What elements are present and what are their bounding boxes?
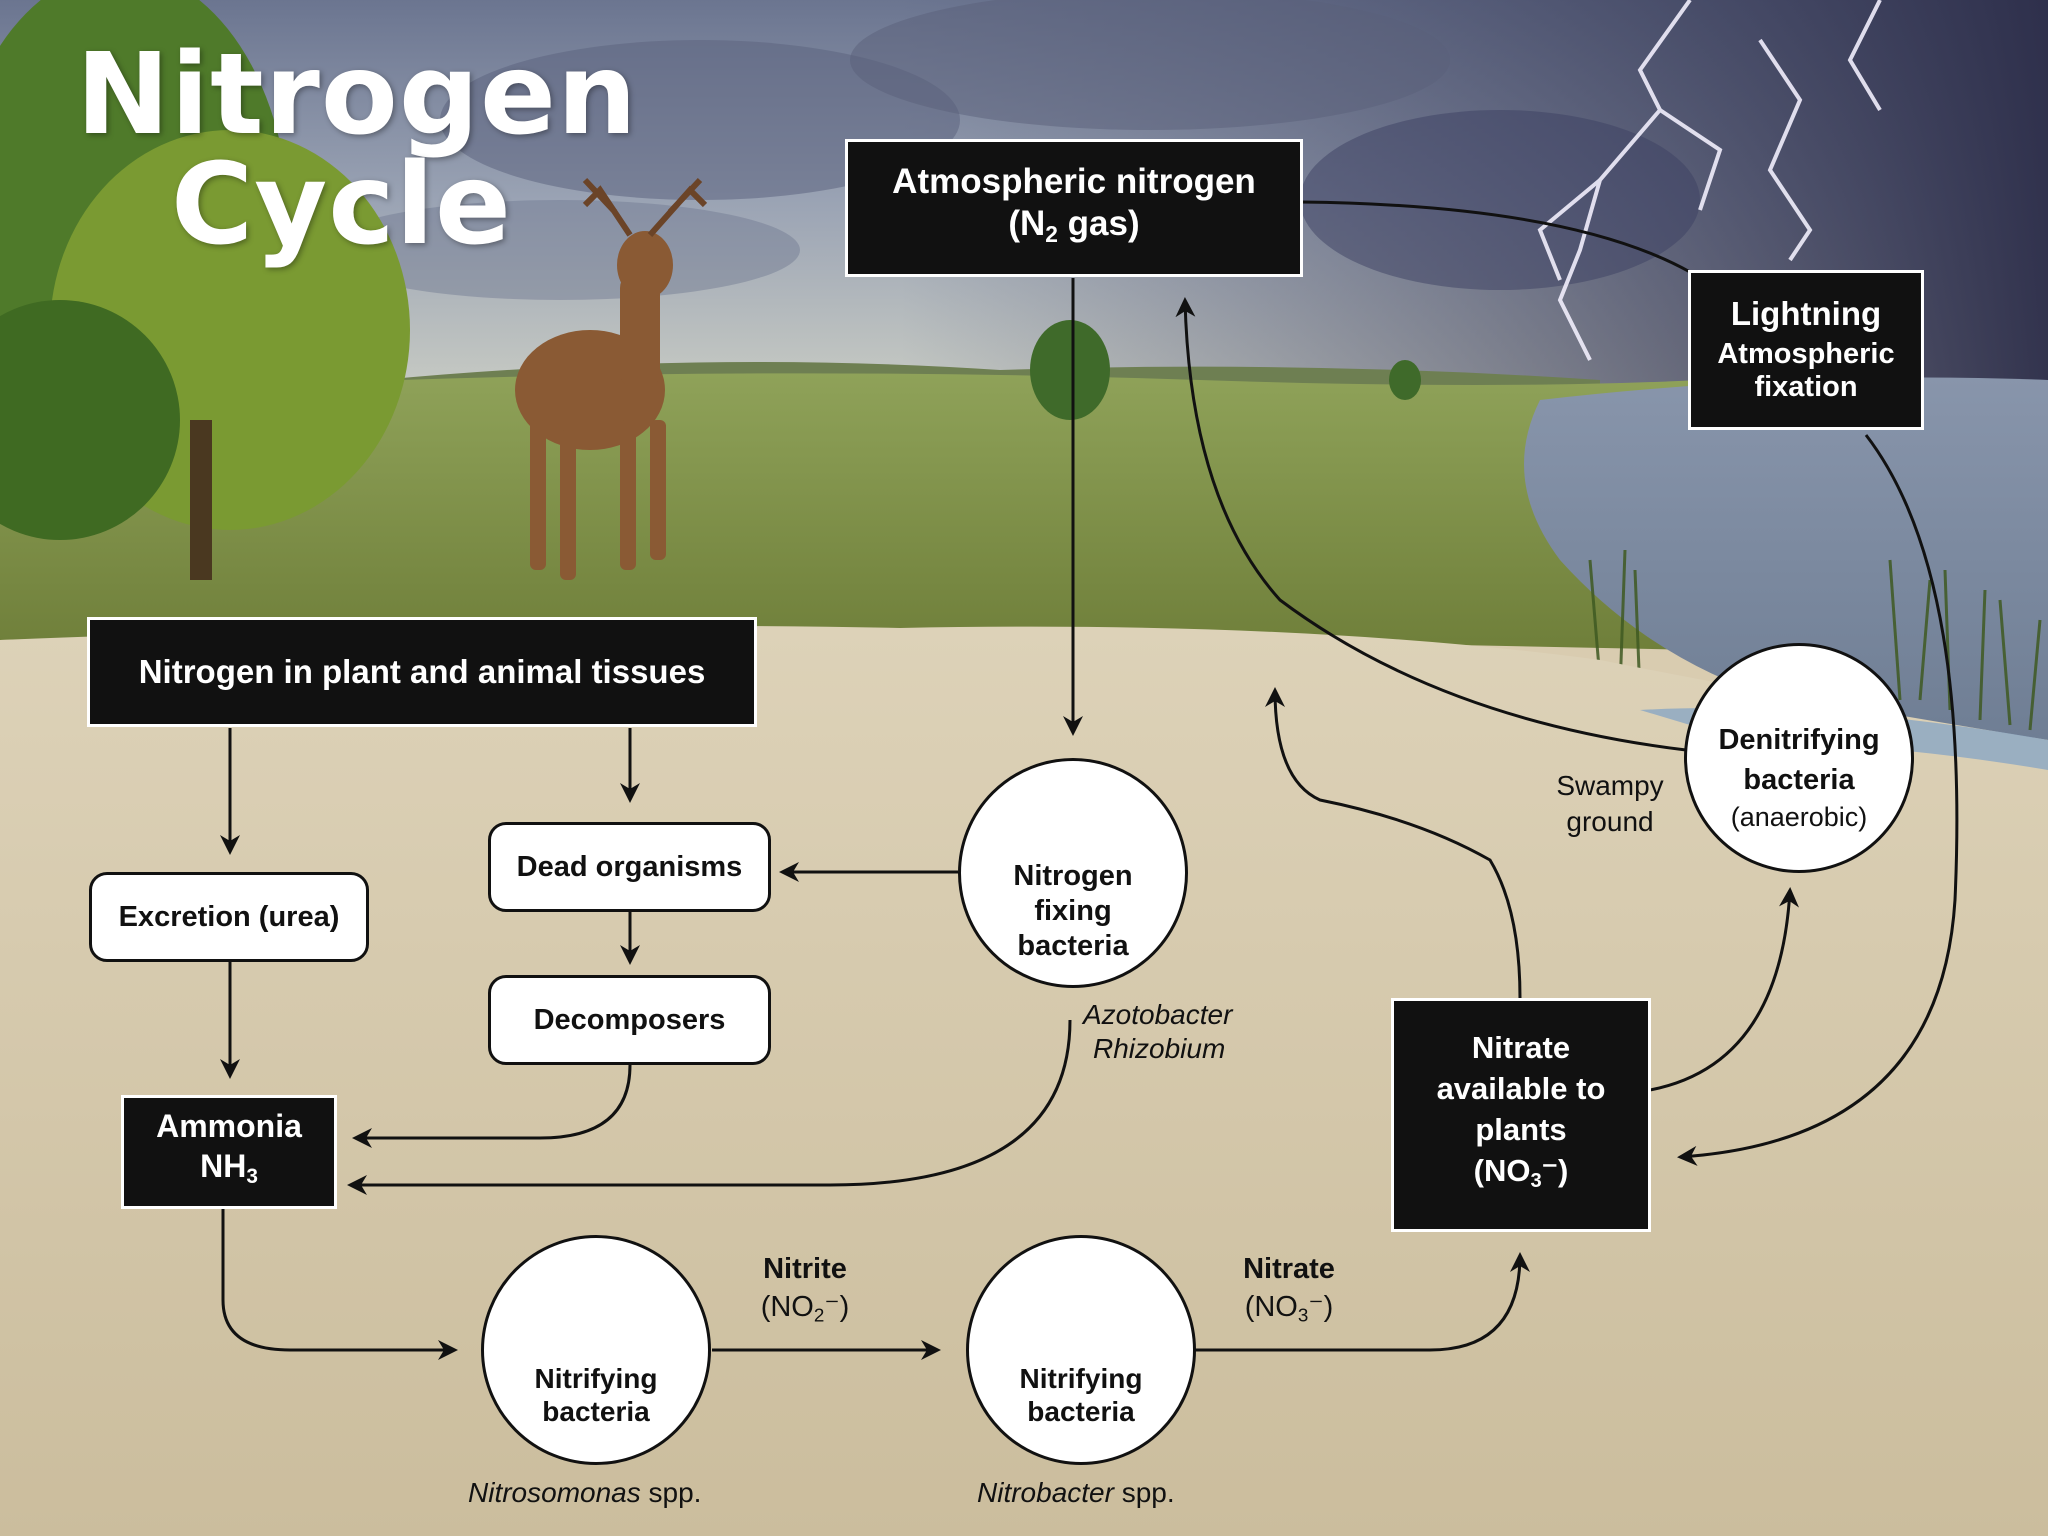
nitrosomonas-label: Nitrosomonas spp. — [468, 1477, 702, 1508]
ammonia-line-2: NH3 — [200, 1148, 258, 1189]
lightning-box: Lightning Atmospheric fixation — [1688, 270, 1924, 430]
lightning-title: Lightning — [1730, 294, 1882, 332]
nitrite-formula: (NO2⁻) — [760, 1291, 850, 1326]
nitrifying1-line-2: bacteria — [542, 1396, 650, 1427]
dead-organisms-label: Dead organisms — [516, 850, 743, 883]
nitrate-word: Nitrate — [1243, 1253, 1335, 1285]
title-line-1: Nitrogen — [76, 30, 638, 160]
fixing-line-2: fixing — [1034, 895, 1112, 927]
nitrate-box-line-3: plants — [1475, 1112, 1567, 1148]
arrow-ammonia-to-nitrifying1 — [221, 1208, 458, 1360]
lightning-line-2: fixation — [1754, 370, 1858, 403]
decomposers-label: Decomposers — [533, 1003, 726, 1036]
decomposers-box: Decomposers — [488, 975, 771, 1065]
dead-organisms-box: Dead organisms — [488, 822, 771, 912]
tissues-label: Nitrogen in plant and animal tissues — [138, 653, 706, 690]
cloud — [440, 40, 960, 200]
nitrite-word: Nitrite — [763, 1253, 847, 1285]
lightning-bolt — [1537, 0, 1882, 361]
nitrifying2-line-1: Nitrifying — [1019, 1363, 1143, 1394]
title-line-2: Cycle — [171, 140, 512, 270]
arrow-fixing-to-ammonia — [347, 1019, 1072, 1195]
nitrobacter-label: Nitrobacter spp. — [977, 1477, 1175, 1508]
atmospheric-line-1: Atmospheric nitrogen — [892, 162, 1256, 202]
arrow-denitrifying-to-atmosphere — [1175, 297, 1687, 752]
nitrifying1-line-1: Nitrifying — [534, 1363, 658, 1394]
tissues-box: Nitrogen in plant and animal tissues — [87, 617, 757, 727]
ammonia-box: Ammonia NH3 — [121, 1095, 337, 1209]
ammonia-line-1: Ammonia — [156, 1108, 302, 1145]
nitrifying-bacteria-1-circle: Nitrifying bacteria — [481, 1235, 711, 1465]
excretion-label: Excretion (urea) — [118, 900, 340, 933]
denitrifying-line-3: (anaerobic) — [1730, 802, 1868, 832]
nitrogen-fixing-bacteria-circle: Nitrogen fixing bacteria — [958, 758, 1188, 988]
swampy-ground-label: Swampy ground — [1530, 768, 1690, 840]
fixing-species: Azotobacter Rhizobium — [1083, 998, 1232, 1066]
line-atmosphere-to-lightning — [1300, 200, 1691, 274]
nitrate-box-line-1: Nitrate — [1471, 1030, 1571, 1066]
nitrite-label: Nitrite (NO2⁻) — [740, 1250, 870, 1335]
arrows — [220, 200, 1959, 1360]
fixing-line-1: Nitrogen — [1013, 860, 1133, 892]
cloud — [1300, 110, 1700, 290]
cloud — [320, 200, 800, 300]
denitrifying-line-2: bacteria — [1743, 764, 1855, 796]
azotobacter-label: Azotobacter — [1083, 999, 1233, 1030]
nitrate-box-line-2: available to — [1436, 1071, 1606, 1107]
lightning-line-1: Atmospheric — [1717, 337, 1895, 370]
arrow-nitrate-to-denitrifying — [1649, 887, 1800, 1092]
fixing-line-3: bacteria — [1017, 930, 1129, 962]
nitrifying2-line-2: bacteria — [1027, 1396, 1135, 1427]
lake — [1524, 377, 2048, 740]
arrow-nitrate-to-plants — [1265, 687, 1522, 999]
denitrifying-text: Denitrifying bacteria (anaerobic) — [1687, 720, 1911, 834]
nitrifying2-text: Nitrifying bacteria — [969, 1362, 1193, 1428]
nitrate-box-line-4: (NO3⁻) — [1473, 1153, 1569, 1193]
atmospheric-nitrogen-box: Atmospheric nitrogen (N2 gas) — [845, 139, 1303, 277]
nitrifying-bacteria-2-circle: Nitrifying bacteria — [966, 1235, 1196, 1465]
swampy-line-1: Swampy — [1556, 770, 1664, 801]
page-title: Nitrogen Cycle — [76, 30, 638, 270]
nitrate-label: Nitrate (NO3⁻) — [1224, 1250, 1354, 1335]
grassland — [0, 373, 1700, 650]
excretion-box: Excretion (urea) — [89, 872, 369, 962]
trees — [0, 0, 1421, 580]
rhizobium-label: Rhizobium — [1093, 1033, 1226, 1064]
nitrate-available-box: Nitrate available to plants (NO3⁻) — [1391, 998, 1651, 1232]
fixing-text: Nitrogen fixing bacteria — [961, 859, 1185, 964]
arrow-nitrifying2-to-nitrate — [1195, 1252, 1530, 1352]
denitrifying-bacteria-circle: Denitrifying bacteria (anaerobic) — [1684, 643, 1914, 873]
denitrifying-line-1: Denitrifying — [1718, 724, 1880, 756]
nitrate-formula: (NO3⁻) — [1244, 1291, 1334, 1326]
cloud — [850, 0, 1450, 130]
nitrifying1-text: Nitrifying bacteria — [484, 1362, 708, 1428]
atmospheric-line-2: (N2 gas) — [1008, 204, 1140, 247]
arrow-decomposers-to-ammonia — [352, 1064, 632, 1148]
arrow-lightning-to-nitrate — [1677, 434, 1959, 1166]
deer-illustration — [515, 177, 708, 580]
swampy-line-2: ground — [1566, 806, 1654, 837]
